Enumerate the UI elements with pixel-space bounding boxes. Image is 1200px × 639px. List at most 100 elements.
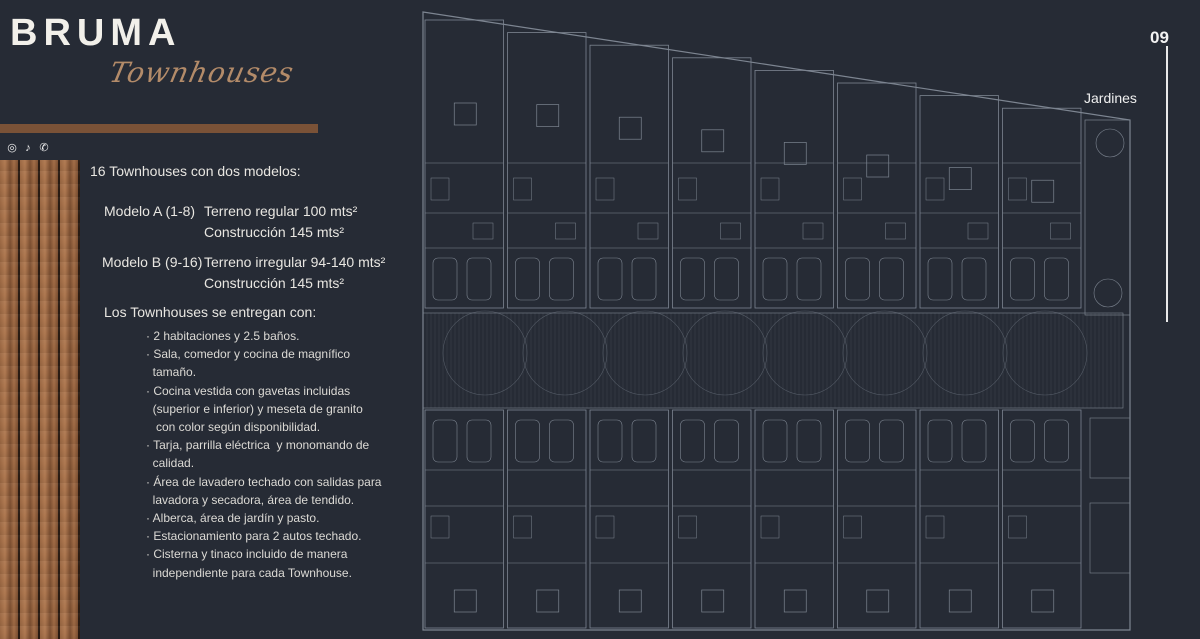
furniture-symbol	[637, 222, 659, 240]
pool-symbol	[1031, 589, 1055, 613]
garden-plant	[1093, 278, 1123, 308]
driveway	[422, 312, 1124, 409]
accent-bar	[0, 124, 318, 133]
model-a-construction: Construcción 145 mts²	[204, 224, 345, 240]
feature-line: calidad.	[146, 456, 195, 471]
plan-outline	[422, 11, 1131, 631]
feature-line: independiente para cada Townhouse.	[146, 565, 352, 580]
car-symbol	[1010, 419, 1035, 463]
townhouse-unit-top	[507, 32, 587, 309]
furniture-symbol	[802, 222, 824, 240]
car-symbol	[796, 257, 822, 301]
furniture-symbol	[885, 222, 906, 240]
model-b-terrain: Terreno irregular 94-140 mts²	[204, 254, 386, 270]
furniture-symbol	[843, 515, 862, 539]
stair-symbol	[1089, 417, 1131, 479]
pool-symbol	[536, 104, 560, 127]
furniture-symbol	[720, 222, 741, 240]
furniture-symbol	[595, 177, 615, 201]
furniture-symbol	[1050, 222, 1071, 240]
brand-tagline: Townhouses	[106, 56, 298, 89]
feature-line: · Tarja, parrilla eléctrica y monomando …	[146, 438, 370, 453]
tree-symbol	[442, 310, 528, 396]
feature-line: · Cocina vestida con gavetas incluidas	[146, 383, 351, 398]
service-area	[1089, 502, 1131, 574]
feature-line: · Estacionamiento para 2 autos techado.	[146, 529, 362, 544]
pool-symbol	[536, 589, 560, 613]
feature-line: (superior e inferior) y meseta de granit…	[146, 401, 363, 416]
model-b-construction: Construcción 145 mts²	[204, 275, 345, 291]
car-symbol	[631, 257, 657, 301]
car-symbol	[1010, 257, 1035, 301]
furniture-symbol	[513, 515, 532, 539]
car-symbol	[597, 257, 623, 301]
car-symbol	[631, 419, 657, 463]
townhouse-unit-bottom	[919, 409, 999, 629]
car-symbol	[432, 419, 458, 463]
townhouse-unit-top	[672, 57, 752, 309]
car-symbol	[845, 419, 870, 463]
townhouse-unit-top	[589, 44, 669, 309]
social-links: ◎ ♪ ✆	[6, 142, 50, 154]
pool-symbol	[701, 589, 725, 613]
feature-line: · Cisterna y tinaco incluido de manera	[146, 547, 348, 562]
car-symbol	[515, 419, 540, 463]
feature-line: lavadora y secadora, área de tendido.	[146, 492, 355, 507]
pool-symbol	[948, 589, 972, 613]
divider-line	[1166, 46, 1168, 322]
car-symbol	[432, 257, 458, 301]
instagram-icon[interactable]: ◎	[7, 142, 17, 154]
car-symbol	[796, 419, 822, 463]
furniture-symbol	[925, 515, 945, 539]
pool-symbol	[866, 589, 890, 613]
whatsapp-icon[interactable]: ✆	[39, 142, 49, 154]
brand-logo: BRUMA	[10, 12, 182, 54]
car-symbol	[680, 257, 705, 301]
car-symbol	[961, 257, 987, 301]
car-symbol	[762, 419, 788, 463]
intro-text: 16 Townhouses con dos modelos:	[90, 163, 301, 179]
car-symbol	[845, 257, 870, 301]
feature-line: · Alberca, área de jardín y pasto.	[146, 511, 320, 526]
townhouse-unit-top	[837, 82, 917, 309]
car-symbol	[597, 419, 623, 463]
car-symbol	[1044, 257, 1069, 301]
furniture-symbol	[760, 515, 780, 539]
model-b-label: Modelo B (9-16)	[102, 254, 203, 270]
tree-symbol	[1002, 310, 1088, 396]
pool-symbol	[701, 129, 725, 153]
plan-label-jardines: Jardines	[1084, 90, 1137, 106]
furniture-symbol	[595, 515, 615, 539]
feature-line: · 2 habitaciones y 2.5 baños.	[146, 329, 300, 343]
car-symbol	[762, 257, 788, 301]
furniture-symbol	[555, 222, 576, 240]
car-symbol	[549, 419, 574, 463]
tiktok-icon[interactable]: ♪	[25, 142, 31, 154]
car-symbol	[879, 257, 904, 301]
furniture-symbol	[430, 177, 450, 201]
townhouse-unit-top	[754, 70, 834, 309]
car-symbol	[549, 257, 574, 301]
feature-line: con color según disponibilidad.	[146, 420, 321, 435]
feature-line: tamaño.	[146, 365, 197, 380]
pool-symbol	[453, 589, 477, 613]
townhouse-unit-bottom	[507, 409, 587, 629]
furniture-symbol	[430, 515, 450, 539]
pool-symbol	[453, 102, 477, 126]
pool-symbol	[618, 589, 642, 613]
model-a-terrain: Terreno regular 100 mts²	[204, 203, 358, 219]
townhouse-unit-bottom	[589, 409, 669, 629]
tree-symbol	[842, 310, 928, 396]
furniture-symbol	[1008, 515, 1027, 539]
townhouse-unit-bottom	[672, 409, 752, 629]
townhouse-unit-top	[1002, 107, 1082, 309]
pool-symbol	[618, 116, 642, 140]
car-symbol	[714, 419, 739, 463]
tree-symbol	[682, 310, 768, 396]
furniture-symbol	[1008, 177, 1027, 201]
delivery-title: Los Townhouses se entregan con:	[104, 304, 317, 320]
townhouse-unit-top	[919, 95, 999, 309]
townhouse-unit-bottom	[837, 409, 917, 629]
garden-plant	[1095, 128, 1125, 158]
pool-symbol	[1031, 179, 1055, 203]
